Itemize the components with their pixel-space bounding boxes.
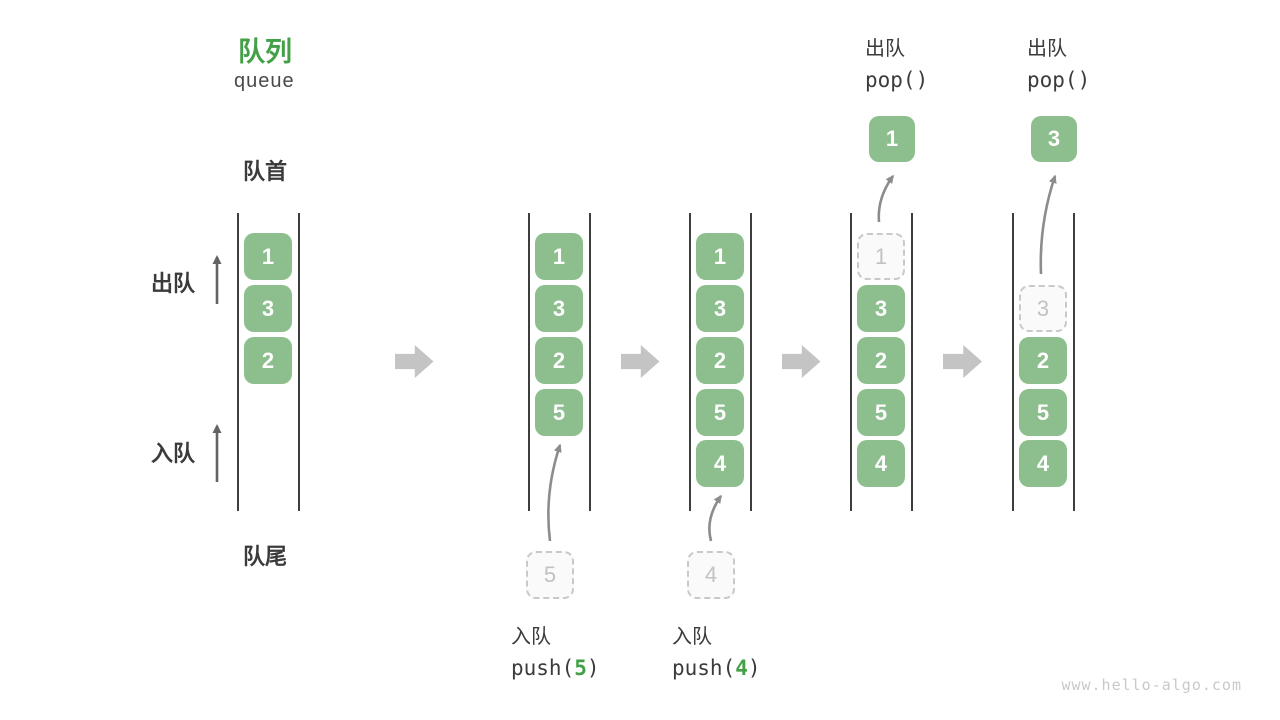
queue-wall-left: [237, 213, 239, 511]
push-argument: 4: [735, 656, 748, 680]
dequeue-op-label: 出队: [865, 38, 905, 60]
state-transition-arrow: [394, 345, 434, 378]
queue-wall-left: [689, 213, 691, 511]
queue-wall-right: [750, 213, 752, 511]
dequeue-motion-arrow: [877, 174, 895, 223]
queue-item-box: 5: [857, 389, 905, 436]
queue-wall-left: [1012, 213, 1014, 511]
queue-wall-left: [528, 213, 530, 511]
dequeue-motion-arrow: [1039, 174, 1057, 275]
enqueue-op-label: 入队: [511, 626, 551, 648]
enqueue-op-code: push(4): [672, 656, 761, 680]
queue-item-box: 4: [1019, 440, 1067, 487]
pending-item-box: 5: [526, 551, 574, 599]
dequeue-op-code: pop(): [865, 68, 929, 92]
dequeue-op-code: pop(): [1027, 68, 1091, 92]
popped-item-box: 3: [1031, 116, 1077, 162]
queue-item-box: 3: [696, 285, 744, 332]
pending-item-box: 4: [687, 551, 735, 599]
state-transition-arrow: [620, 345, 660, 378]
push-argument: 5: [574, 656, 587, 680]
queue-item-box: 2: [244, 337, 292, 384]
dashed-removed-item-box: 3: [1019, 285, 1067, 332]
queue-item-box: 2: [1019, 337, 1067, 384]
queue-item-box: 1: [535, 233, 583, 280]
queue-item-box: 5: [535, 389, 583, 436]
queue-item-box: 5: [696, 389, 744, 436]
queue-item-box: 4: [696, 440, 744, 487]
queue-item-box: 2: [535, 337, 583, 384]
popped-item-box: 1: [869, 116, 915, 162]
diagram-title-zh: 队列: [238, 37, 292, 67]
dequeue-label: 出队: [151, 271, 196, 296]
queue-item-box: 3: [535, 285, 583, 332]
queue-item-box: 2: [857, 337, 905, 384]
enqueue-motion-arrow: [547, 443, 562, 542]
enqueue-op-label: 入队: [672, 626, 712, 648]
queue-item-box: 4: [857, 440, 905, 487]
queue-wall-right: [298, 213, 300, 511]
enqueue-label: 入队: [151, 441, 196, 466]
queue-item-box: 3: [857, 285, 905, 332]
queue-item-box: 1: [244, 233, 292, 280]
queue-item-box: 5: [1019, 389, 1067, 436]
dashed-removed-item-box: 1: [857, 233, 905, 280]
queue-item-box: 1: [696, 233, 744, 280]
queue-front-label: 队首: [243, 159, 288, 184]
diagram-title-en: queue: [234, 70, 295, 92]
queue-wall-right: [589, 213, 591, 511]
queue-wall-right: [911, 213, 913, 511]
queue-item-box: 2: [696, 337, 744, 384]
watermark: www.hello-algo.com: [1061, 676, 1242, 694]
enqueue-motion-arrow: [708, 494, 723, 542]
state-transition-arrow: [943, 345, 982, 378]
queue-wall-right: [1073, 213, 1075, 511]
state-transition-arrow: [781, 345, 821, 378]
dequeue-op-label: 出队: [1027, 38, 1067, 60]
enqueue-op-code: push(5): [511, 656, 600, 680]
queue-rear-label: 队尾: [243, 544, 288, 569]
queue-item-box: 3: [244, 285, 292, 332]
queue-wall-left: [850, 213, 852, 511]
